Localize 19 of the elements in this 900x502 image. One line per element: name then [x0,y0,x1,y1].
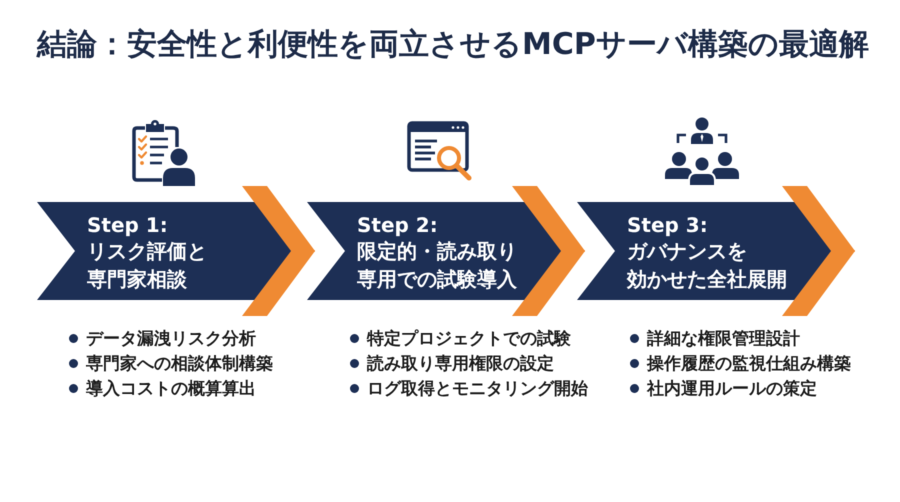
step-number: Step 3: [627,213,708,237]
step-title: 限定的・読み取り専用での試験導入 [357,238,517,293]
step-number: Step 2: [357,213,438,237]
bullet-text: 操作履歴の監視仕組み構築 [647,352,851,374]
bullet-text: 専門家への相談体制構築 [86,352,273,374]
step-title: ガバナンスを効かせた全社展開 [627,238,787,293]
bullet-text: 社内運用ルールの策定 [647,378,817,400]
bullet-text: データ漏洩リスク分析 [86,328,256,350]
bullet-text: 導入コストの概算算出 [86,378,256,400]
step-banner [577,202,833,300]
step-banner [307,202,563,300]
step-number: Step 1: [87,213,168,237]
step-title: リスク評価と専門家相談 [87,238,207,293]
bullet-text: 特定プロジェクトでの試験 [367,328,571,350]
bullet-text: 詳細な権限管理設計 [647,328,800,350]
title: 結論：安全性と利便性を両立させるMCPサーバ構築の最適解 [37,26,869,64]
bullet-text: 読み取り専用権限の設定 [367,352,554,374]
step-banner [37,202,293,300]
bullet-text: ログ取得とモニタリング開始 [367,378,588,400]
